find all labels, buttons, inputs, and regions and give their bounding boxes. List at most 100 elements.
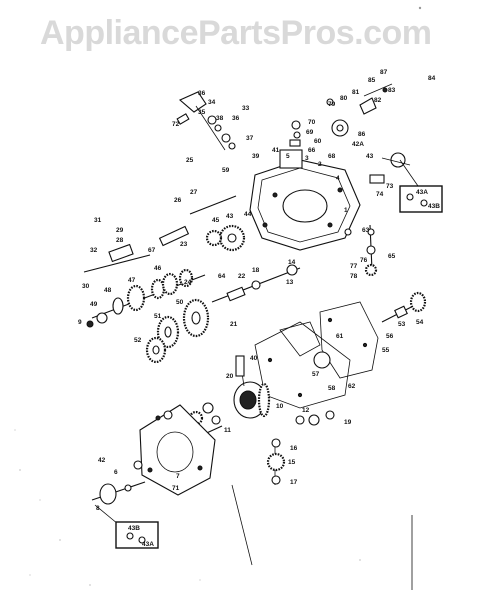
callout-box-lower: 43B 43A [115,521,159,549]
part-label: 29 [116,227,124,234]
part-label: 53 [398,321,406,328]
part-label: 50 [176,299,184,306]
part-label: 49 [90,301,98,308]
part-label: 30 [82,283,90,290]
reduction-gears [145,298,210,364]
callout-upper-label-a: 43A [416,189,428,196]
part-label: 76 [360,257,368,264]
differential-gear [233,355,271,419]
input-shaft [381,291,427,323]
part-label: 70 [308,119,316,126]
shift-lever-assembly [176,91,236,151]
part-label: 23 [180,241,188,248]
part-label: 71 [172,485,180,492]
part-label: 64 [218,273,226,280]
part-label: 20 [226,373,234,380]
part-label: 26 [174,197,182,204]
part-label: 36 [198,90,206,97]
lower-case-half [133,404,216,496]
part-label: 35 [198,109,206,116]
part-label: 13 [286,279,294,286]
part-label: 34 [208,99,216,106]
part-label: 73 [386,183,394,190]
callout-lower-label-a: 43B [128,525,140,532]
part-label: 40 [250,355,258,362]
shift-shafts [83,195,237,273]
part-label: 44 [244,211,252,218]
part-label: 87 [380,69,388,76]
axle-42 [91,481,146,525]
part-label: 69 [306,129,314,136]
part-label: 37 [246,135,254,142]
part-label: 11 [224,427,231,434]
part-label: 85 [368,77,376,84]
gear-45 [205,224,246,252]
part-label: 16 [290,445,298,452]
part-label: 79 [328,101,336,108]
part-label: 28 [116,237,124,244]
part-label: 60 [314,138,322,145]
callout-lower-label-b: 43A [142,541,154,548]
part-label: 4 [336,175,340,182]
part-label: 2 [318,161,322,168]
part-label: 77 [350,263,358,270]
callout-box-upper: 43A 43B [399,159,443,213]
intermediate-shaft [211,264,301,303]
part-number-labels: 36 34 35 33 72 38 36 37 25 59 39 70 69 6… [78,69,436,512]
part-label: 84 [428,75,436,82]
part-label: 17 [290,479,298,486]
part-label: 3 [305,155,309,162]
part-label: 45 [212,217,220,224]
part-label: 21 [230,321,238,328]
part-label: 22 [238,273,246,280]
part-label: 9 [78,319,82,326]
part-label: 38 [216,115,224,122]
part-label: 58 [328,385,336,392]
callout-upper-label-b: 43B [428,203,440,210]
pinion-gears [266,438,286,485]
part-label: 52 [134,337,142,344]
part-label: 82 [374,97,382,104]
part-label: 51 [154,313,162,320]
part-label: 56 [386,333,394,340]
part-label: 31 [94,217,102,224]
part-label: 48 [104,287,112,294]
part-label: 32 [90,247,98,254]
part-label: 67 [148,247,156,254]
part-label: 59 [222,167,230,174]
part-label: 1 [344,207,348,214]
part-label: 78 [350,273,358,280]
part-label: 80 [340,95,348,102]
part-label: 66 [308,147,316,154]
cover-gaskets [254,301,379,409]
part-label: 41 [272,147,280,154]
countershaft-gears [86,268,206,328]
part-label: 39 [252,153,260,160]
part-label: 68 [328,153,336,160]
part-label: 42 [98,457,106,464]
part-label: 36 [232,115,240,122]
part-label: 86 [358,131,366,138]
part-label: 72 [172,121,180,128]
part-label: 27 [190,189,198,196]
detent-parts [289,83,411,184]
part-label: 43 [366,153,374,160]
transmission-housing [249,149,361,251]
part-label: 24 [184,279,192,286]
part-label: 61 [336,333,344,340]
part-label: 8 [96,505,100,512]
part-label: 25 [186,157,194,164]
part-label: 15 [288,459,296,466]
part-label: 57 [312,371,320,378]
part-label: 5 [286,153,290,160]
part-label: 47 [128,277,136,284]
part-label: 74 [376,191,384,198]
part-label: 65 [388,253,396,260]
part-label: 62 [348,383,356,390]
part-label: 6 [114,469,118,476]
part-label: 83 [388,87,396,94]
part-label: 46 [154,265,162,272]
part-label: 54 [416,319,424,326]
part-label: 10 [276,403,284,410]
